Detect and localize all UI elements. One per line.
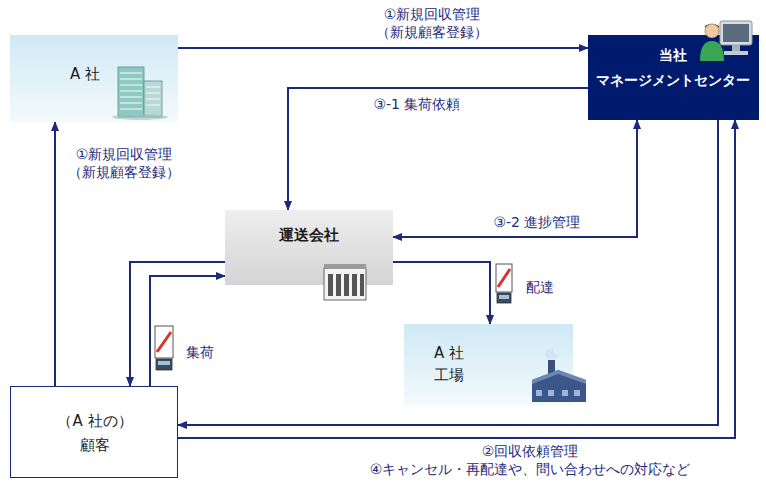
icon-part: [700, 41, 724, 61]
flow-arrow: [178, 120, 718, 425]
icon-part: [548, 390, 554, 396]
icon-part: [732, 45, 740, 51]
icon-part: [532, 370, 586, 384]
icon-part: [120, 84, 142, 85]
node-text-block: A 社: [30, 63, 140, 85]
office-building-icon: [110, 61, 170, 119]
node-label: （A 社の） 顧客: [50, 409, 140, 457]
flow-arrow: [150, 276, 225, 386]
node-text-block: 運送会社: [245, 224, 373, 246]
flow-arrow: [393, 120, 637, 237]
flow-arrow: [393, 262, 490, 324]
edge-label: ①新規回収管理 （新規顧客登録）: [62, 145, 186, 181]
icon-part: [146, 92, 160, 93]
entity-box: A 社: [10, 35, 178, 122]
node-label: 当社 マネージメントセンター: [590, 43, 755, 93]
icon-part: [499, 295, 509, 299]
icon-part: [158, 361, 170, 365]
flow-arrow: [54, 122, 56, 386]
icon-part: [724, 51, 748, 55]
icon-part: [155, 326, 173, 358]
icon-part: [120, 78, 142, 79]
icon-part: [562, 390, 568, 396]
icon-part: [328, 274, 364, 296]
icon-part: [336, 274, 341, 296]
edge-label: ③-1 集荷依頼: [352, 95, 482, 113]
icon-part: [324, 268, 366, 300]
flow-arrow: [178, 120, 735, 438]
node-label: 運送会社: [245, 224, 373, 246]
icon-part: [352, 274, 357, 296]
icon-part: [146, 98, 160, 99]
icon-part: [144, 81, 162, 117]
icon-part: [574, 390, 580, 396]
icon-part: [324, 264, 366, 269]
icon-part: [705, 24, 719, 38]
entity-box: 運送会社: [225, 210, 393, 285]
icon-part: [553, 347, 563, 355]
icon-part: [360, 274, 364, 296]
edge-label: 集荷: [180, 343, 220, 361]
icon-part: [705, 24, 719, 29]
truck-icon: [155, 326, 173, 370]
entity-box: （A 社の） 顧客: [10, 386, 178, 478]
flow-arrow: [130, 262, 225, 386]
entity-box: A 社 工場: [404, 324, 573, 405]
center-box: 当社 マネージメントセンター: [588, 35, 759, 120]
icon-part: [720, 21, 752, 45]
icon-part: [496, 264, 512, 292]
node-label: A 社: [30, 63, 140, 85]
edge-label: ②回収依頼管理: [330, 442, 730, 460]
icon-part: [344, 274, 349, 296]
truck-icon: [496, 264, 512, 303]
icon-part: [328, 274, 333, 296]
flow-arrow: [178, 47, 588, 49]
icon-part: [146, 86, 160, 87]
edge-label: ④キャンセル・再配達や、問い合わせへの対応など: [330, 460, 730, 478]
icon-part: [120, 96, 142, 97]
warehouse-icon: [320, 262, 370, 302]
icon-part: [723, 24, 749, 42]
flow-arrow: [288, 88, 588, 210]
icon-part: [156, 359, 172, 370]
edge-label: ①新規回収管理 （新規顧客登録）: [370, 5, 494, 41]
icon-part: [118, 67, 144, 117]
icon-part: [120, 73, 160, 109]
icon-part: [112, 114, 168, 120]
icon-part: [120, 108, 142, 109]
icon-part: [120, 102, 142, 103]
operator-icon: [698, 17, 756, 65]
node-text-block: A 社 工場: [424, 342, 474, 386]
icon-part: [120, 72, 142, 73]
icon-part: [498, 269, 510, 287]
icon-part: [157, 332, 171, 352]
icon-part: [536, 390, 542, 396]
factory-icon: [528, 346, 590, 410]
icon-part: [532, 370, 586, 402]
icon-part: [146, 104, 160, 105]
edge-label: ③-2 進捗管理: [472, 213, 602, 231]
node-text-block: 当社 マネージメントセンター: [590, 43, 755, 93]
edge-label: 配達: [520, 278, 560, 296]
node-label: A 社 工場: [424, 342, 474, 386]
icon-part: [497, 293, 511, 303]
icon-part: [120, 90, 142, 91]
node-text-block: （A 社の） 顧客: [50, 409, 140, 457]
